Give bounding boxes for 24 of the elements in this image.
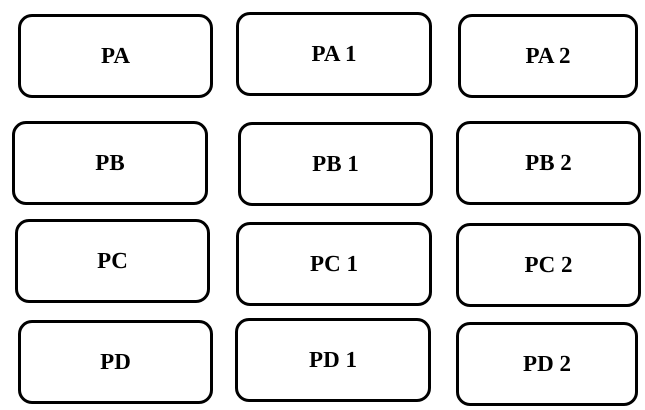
rounded-box (236, 222, 432, 306)
rounded-box (12, 121, 208, 205)
rounded-box (456, 322, 638, 406)
box-label: PA 1 (312, 41, 356, 67)
box-label: PA 2 (526, 43, 570, 69)
box-label: PB 2 (525, 150, 572, 176)
rounded-box (236, 12, 432, 96)
rounded-box (456, 223, 641, 307)
rounded-box (18, 320, 213, 404)
rounded-box (18, 14, 213, 98)
box-label: PA (101, 43, 130, 69)
rounded-box (235, 318, 431, 402)
rounded-box (238, 122, 433, 206)
box-label: PC 1 (310, 251, 358, 277)
box-label: PC 2 (524, 252, 572, 278)
rounded-box (456, 121, 641, 205)
rounded-box (15, 219, 210, 303)
box-label: PD 2 (523, 351, 571, 377)
box-label: PD 1 (309, 347, 357, 373)
box-label: PB 1 (312, 151, 359, 177)
box-label: PC (97, 248, 128, 274)
box-label: PD (100, 349, 131, 375)
rounded-box (458, 14, 638, 98)
box-label: PB (95, 150, 125, 176)
